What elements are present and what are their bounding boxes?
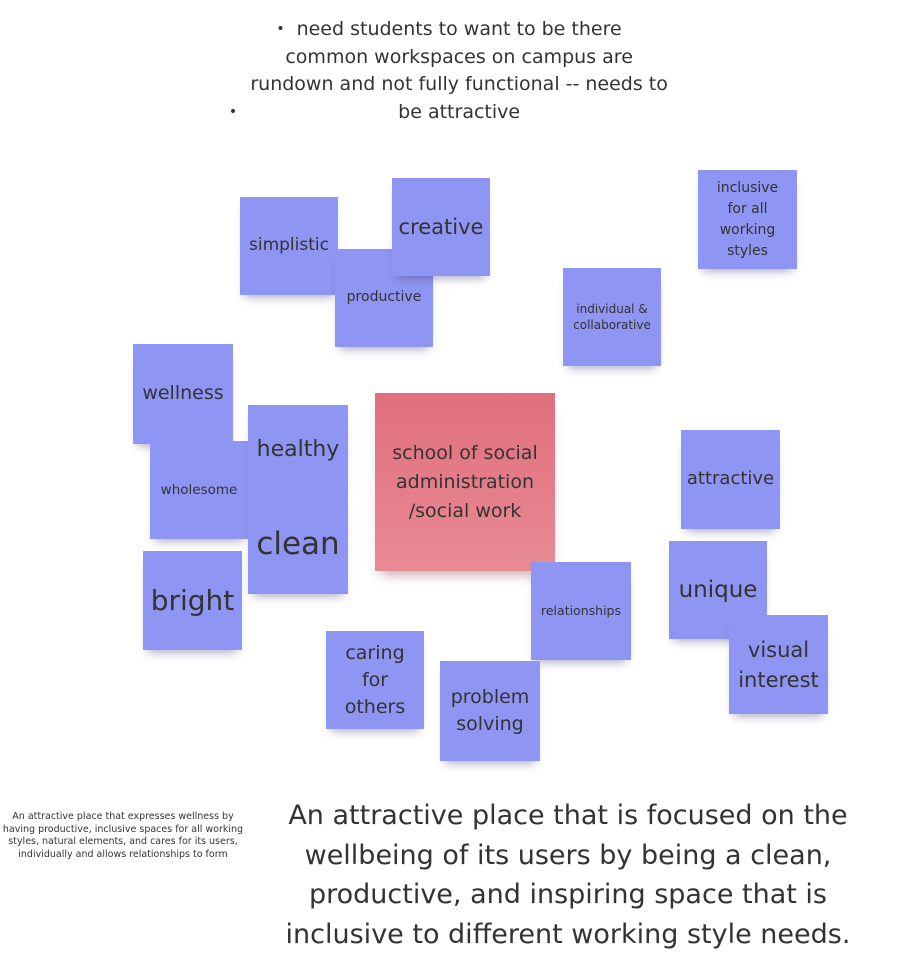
sticky-note-healthy[interactable]: healthy — [248, 405, 348, 495]
sticky-note-wellness[interactable]: wellness — [133, 344, 233, 444]
bullet-item: • need students to want to be there — [0, 16, 898, 44]
bullet-text: need students to want to be there — [296, 18, 622, 40]
summary-statement-large: An attractive place that is focused on t… — [285, 800, 851, 950]
sticky-note-simplistic[interactable]: simplistic — [240, 197, 338, 295]
sticky-note-attractive[interactable]: attractive — [681, 430, 780, 529]
sticky-note-visual-interest[interactable]: visual interest — [729, 615, 828, 714]
sticky-note-relationships[interactable]: relationships — [531, 562, 631, 660]
bullet-item: • common workspaces on campus are rundown… — [0, 44, 898, 127]
bullet-dot: • — [276, 21, 285, 37]
summary-statement-small: An attractive place that expresses welln… — [2, 811, 244, 860]
sticky-note-creative[interactable]: creative — [392, 178, 490, 276]
central-topic-note[interactable]: school of social administration /social … — [375, 393, 555, 571]
bullet-text: common workspaces on campus are rundown … — [250, 45, 668, 123]
sticky-note-individual-collaborative[interactable]: individual & collaborative — [563, 268, 661, 366]
sticky-note-clean[interactable]: clean — [248, 494, 348, 594]
sticky-note-inclusive[interactable]: inclusive for all working styles — [698, 170, 797, 269]
sticky-note-wholesome[interactable]: wholesome — [150, 441, 248, 539]
sticky-note-problem-solving[interactable]: problem solving — [440, 661, 540, 761]
sticky-note-caring-for-others[interactable]: caring for others — [326, 631, 424, 729]
problem-bullet-list: • need students to want to be there • comm… — [0, 16, 898, 126]
bullet-dot: • — [228, 103, 238, 120]
sticky-note-unique[interactable]: unique — [669, 541, 767, 639]
sticky-note-bright[interactable]: bright — [143, 551, 242, 650]
